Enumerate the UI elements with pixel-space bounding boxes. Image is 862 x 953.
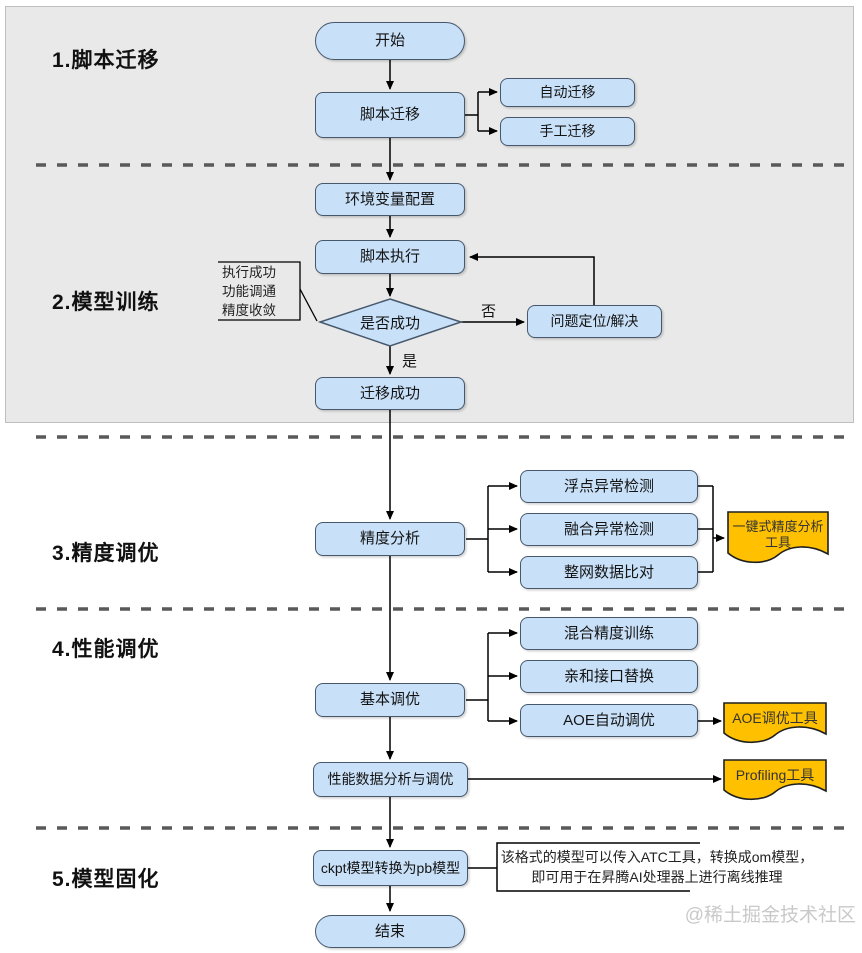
node-basic-tuning: 基本调优 — [315, 683, 465, 717]
branch-label-yes: 是 — [402, 353, 418, 370]
flow-arrows — [386, 60, 725, 912]
callout-atc-line-1: 该格式的模型可以传入ATC工具，转换成om模型， — [500, 849, 814, 865]
watermark: @稀土掘金技术社区 — [684, 905, 856, 926]
callout-atc-note: 该格式的模型可以传入ATC工具，转换成om模型， 即可用于在昇腾AI处理器上进行… — [499, 847, 815, 887]
callout-bracket-atc — [496, 842, 700, 892]
node-start: 开始 — [315, 22, 465, 60]
section-label-script-migration: 1.脚本迁移 — [52, 49, 160, 72]
node-script-exec: 脚本执行 — [315, 240, 465, 274]
node-migration-success: 迁移成功 — [315, 377, 465, 410]
section-label-perf-tuning: 4.性能调优 — [52, 638, 160, 661]
node-float-anomaly-detect: 浮点异常检测 — [520, 470, 698, 503]
node-mixed-precision: 混合精度训练 — [520, 617, 698, 650]
callout-training-line-3: 精度收敛 — [222, 302, 276, 318]
node-affinity-api: 亲和接口替换 — [520, 660, 698, 693]
section-separators — [36, 163, 846, 830]
node-env-config: 环境变量配置 — [315, 183, 465, 216]
callout-bracket-training — [218, 261, 318, 322]
branch-label-no: 否 — [481, 303, 497, 320]
node-ckpt-convert: ckpt模型转换为pb模型 — [313, 850, 468, 886]
callout-training-line-2: 功能调通 — [222, 283, 276, 299]
document-shape-precision-tool — [727, 511, 829, 564]
node-aoe-auto-tuning: AOE自动调优 — [520, 704, 698, 737]
section-label-model-freeze: 5.模型固化 — [52, 868, 160, 891]
callout-atc-line-2: 即可用于在昇腾AI处理器上进行离线推理 — [531, 869, 783, 885]
callout-training-criteria: 执行成功 功能调通 精度收敛 — [222, 263, 298, 319]
section-label-model-training: 2.模型训练 — [52, 291, 160, 314]
node-problem-solve: 问题定位/解决 — [527, 305, 662, 338]
node-manual-migration: 手工迁移 — [500, 117, 635, 146]
node-script-migration: 脚本迁移 — [315, 92, 465, 138]
decision-diamond-shape — [317, 298, 464, 347]
section-label-precision-tuning: 3.精度调优 — [52, 542, 160, 565]
plain-links — [465, 92, 714, 869]
node-auto-migration: 自动迁移 — [500, 78, 635, 107]
tool-aoe-label: AOE调优工具 — [732, 710, 818, 726]
node-success-check-label: 是否成功 — [359, 314, 420, 332]
node-whole-network-compare: 整网数据比对 — [520, 556, 698, 589]
document-shape-aoe-tool — [723, 702, 827, 744]
node-perf-data-analysis: 性能数据分析与调优 — [313, 762, 468, 797]
tool-precision-label: 一键式精度分析工具 — [732, 519, 824, 550]
callout-training-line-1: 执行成功 — [222, 264, 276, 280]
tool-profiling-label: Profiling工具 — [735, 767, 815, 783]
node-end: 结束 — [315, 915, 465, 948]
document-shape-profiling-tool — [723, 759, 827, 801]
node-fusion-anomaly-detect: 融合异常检测 — [520, 513, 698, 546]
tool-document-shapes — [723, 511, 829, 801]
node-precision-analysis: 精度分析 — [315, 522, 465, 556]
